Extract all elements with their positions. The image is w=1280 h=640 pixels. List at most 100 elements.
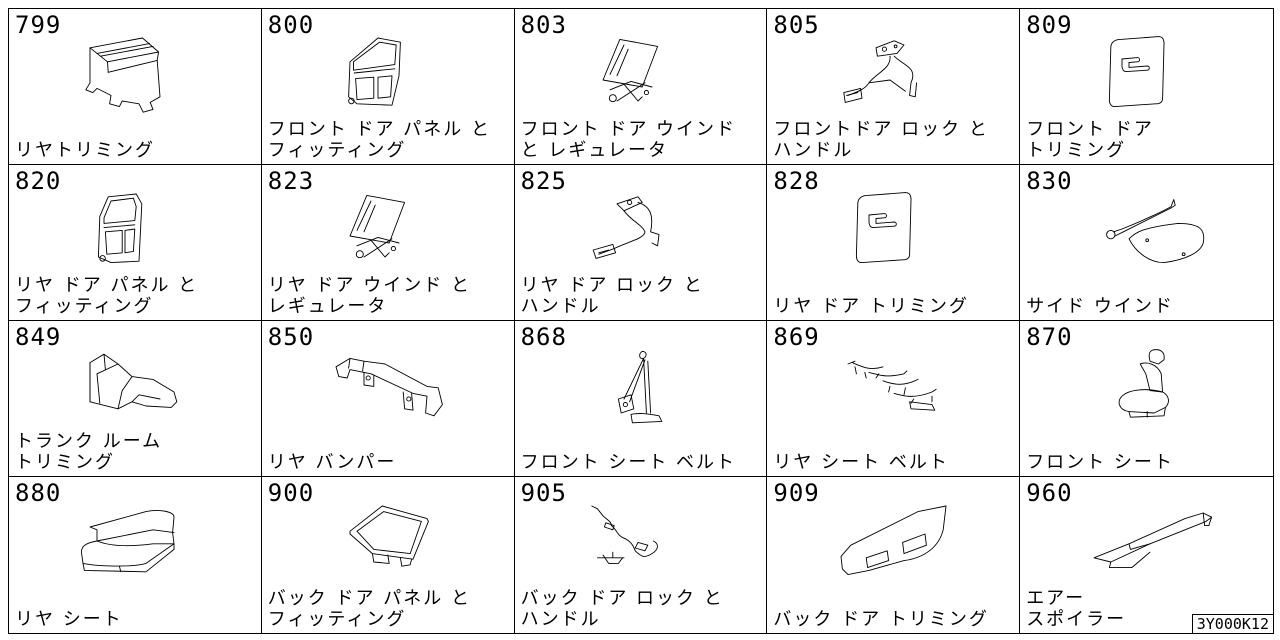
part-label-line: ハンドル [773,140,854,161]
part-label-line: バック ドア ロック と [520,588,724,609]
rear-door-panel-icon [69,173,209,285]
part-number: 868 [520,323,567,351]
back-door-panel-icon [322,485,462,597]
part-label-line: フロントドア ロック と [773,119,989,140]
part-label: エアースポイラー [1026,588,1126,630]
part-label-line: フロント ドア ウインド [520,119,737,140]
part-label-line: フロント シート ベルト [520,452,737,473]
door-window-regulator-icon [575,17,715,129]
part-label: バック ドア ロック とハンドル [521,588,724,630]
part-number: 909 [773,479,820,507]
part-label-line: エアー [1026,588,1086,609]
part-label: リヤ ドア ロック とハンドル [521,275,704,317]
part-cell-820[interactable]: 820 リヤ ドア パネル とフィッティング [9,165,262,321]
part-label-line: と レギュレータ [520,140,668,161]
part-number: 825 [520,167,567,195]
part-number: 799 [15,11,62,39]
part-cell-850[interactable]: 850 リヤ バンパー [261,321,515,477]
rear-seat-icon [69,485,209,597]
spoiler-icon [1080,485,1220,597]
part-cell-805[interactable]: 805 フロントドア ロック とハンドル [767,9,1021,165]
part-label: バック ドア パネル とフィッティング [268,588,471,630]
rear-trim-panel-icon [69,17,209,129]
part-number: 849 [15,323,62,351]
door-window-regulator-icon [322,173,462,285]
part-cell-799[interactable]: 799 リヤトリミング [9,9,262,165]
part-label: リヤ バンパー [268,452,397,473]
part-label: サイド ウインド [1026,296,1174,317]
part-number: 870 [1026,323,1073,351]
part-label-line: ハンドル [520,609,601,630]
part-cell-905[interactable]: 905 バック ドア ロック とハンドル [514,477,768,633]
part-cell-880[interactable]: 880 リヤ シート [9,477,262,633]
part-label-line: スポイラー [1026,609,1127,630]
part-label: リヤ シート ベルト [773,452,948,473]
part-number: 800 [267,11,315,39]
part-number: 905 [520,479,567,507]
part-cell-825[interactable]: 825 リヤ ドア ロック とハンドル [514,165,768,321]
part-label: フロント ドア パネル とフィッティング [268,119,491,161]
part-label: フロント ドアトリミング [1026,119,1154,161]
part-cell-868[interactable]: 868 フロント シート ベルト [514,321,768,477]
door-lock-rod-icon [575,173,715,285]
part-number: 960 [1026,479,1073,507]
seat-belt-icon [575,329,715,441]
part-number: 900 [267,479,315,507]
part-number: 828 [773,167,820,195]
door-trim-panel-icon [1080,17,1220,129]
part-label: バック ドア トリミング [773,609,988,630]
part-label-line: リヤトリミング [15,140,155,161]
part-label-line: フィッティング [267,140,407,161]
part-cell-900[interactable]: 900 バック ドア パネル とフィッティング [261,477,515,633]
part-label: リヤ ドア ウインド とレギュレータ [268,275,471,317]
part-label: フロント シート ベルト [521,452,736,473]
part-label-line: フロント ドア パネル と [267,119,491,140]
part-cell-828[interactable]: 828 リヤ ドア トリミング [767,165,1021,321]
part-number: 823 [267,167,315,195]
part-cell-870[interactable]: 870 フロント シート [1020,321,1273,477]
part-label-line: サイド ウインド [1026,296,1174,317]
part-number: 805 [773,11,820,39]
part-number: 820 [15,167,62,195]
part-label: リヤ ドア トリミング [773,296,968,317]
part-label: フロント ドア ウインドと レギュレータ [521,119,736,161]
part-label-line: レギュレータ [267,296,388,317]
part-label: トランク ルームトリミング [15,431,162,473]
front-seat-icon [1080,329,1220,441]
part-label-line: リヤ ドア パネル と [15,275,199,296]
part-label-line: リヤ シート [15,609,123,630]
part-label-line: バック ドア トリミング [773,609,989,630]
part-label-line: リヤ ドア ウインド と [267,275,471,296]
part-number: 850 [267,323,315,351]
trunk-trim-icon [69,329,209,441]
part-label-line: ハンドル [520,296,601,317]
part-label-line: リヤ バンパー [267,452,397,473]
part-label-line: バック ドア パネル と [267,588,471,609]
part-label-line: フィッティング [267,609,407,630]
part-label-line: トリミング [1026,140,1127,161]
part-label-line: フロント シート [1026,452,1174,473]
part-label-line: トランク ルーム [15,431,163,452]
part-number: 880 [15,479,62,507]
part-label-line: フィッティング [15,296,154,317]
seat-belt-set-icon [827,329,967,441]
part-label-line: トリミング [15,452,115,473]
part-cell-960[interactable]: 960 エアースポイラー [1020,477,1273,633]
part-cell-823[interactable]: 823 リヤ ドア ウインド とレギュレータ [261,165,515,321]
part-label-line: リヤ ドア トリミング [773,296,969,317]
part-cell-849[interactable]: 849 トランク ルームトリミング [9,321,262,477]
front-door-panel-icon [322,17,462,129]
part-label: リヤ ドア パネル とフィッティング [15,275,198,317]
door-lock-handle-icon [827,17,967,129]
part-label-line: リヤ ドア ロック と [520,275,704,296]
part-cell-803[interactable]: 803 フロント ドア ウインドと レギュレータ [514,9,768,165]
part-cell-800[interactable]: 800 フロント ドア パネル とフィッティング [261,9,515,165]
part-cell-909[interactable]: 909 バック ドア トリミング [767,477,1021,633]
bumper-icon [322,329,462,441]
part-label: リヤトリミング [15,140,155,161]
part-label: フロントドア ロック とハンドル [773,119,988,161]
part-number: 803 [520,11,567,39]
